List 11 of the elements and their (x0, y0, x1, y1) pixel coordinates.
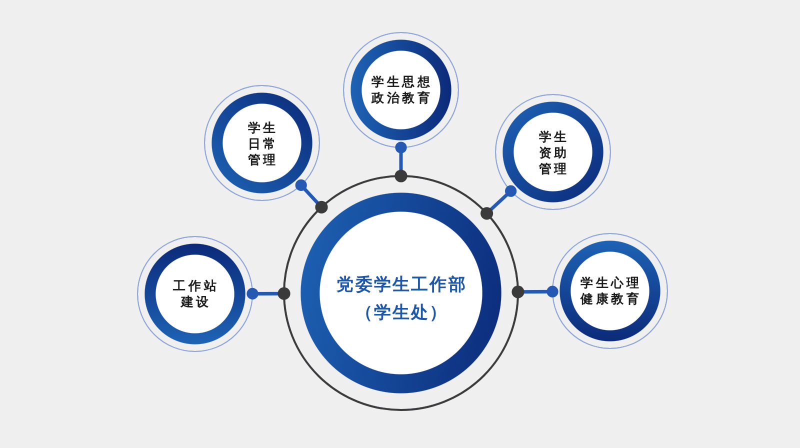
node-label: 学生日常管理 (246, 120, 279, 168)
node-label: 工作站建设 (172, 278, 220, 310)
node-label: 学生思想政治教育 (370, 74, 433, 106)
connector (512, 286, 558, 298)
node-label: 党委学生工作部（学生处） (336, 274, 467, 325)
connector (246, 287, 290, 300)
node-label: 学生资助管理 (538, 129, 570, 177)
connector (480, 185, 517, 220)
node-label: 学生心理健康教育 (579, 275, 642, 307)
connector (394, 142, 408, 182)
connector (295, 179, 328, 214)
